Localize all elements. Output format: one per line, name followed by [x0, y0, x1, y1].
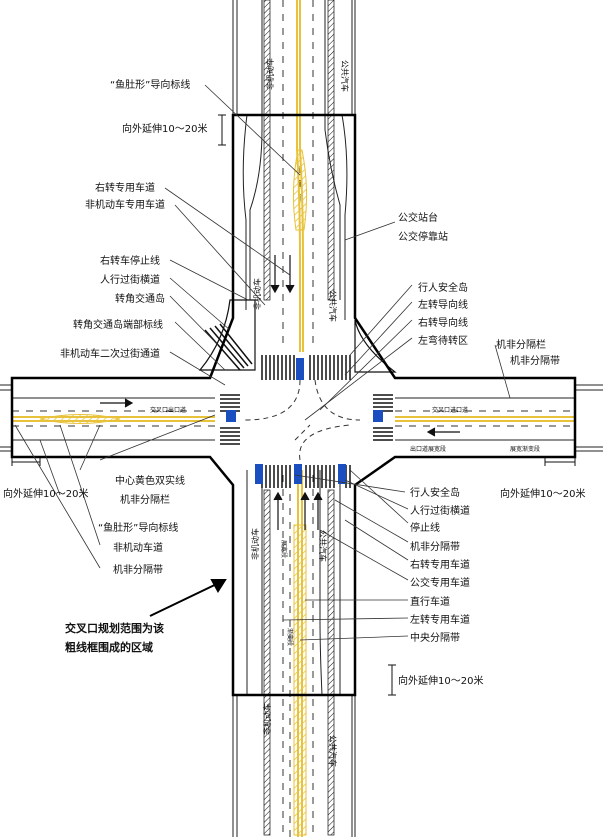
lane-dashes [12, 0, 575, 837]
label-bus-stop: 公交站台 [398, 211, 438, 224]
label-taper: 展宽渐变段 [510, 445, 540, 453]
label-mnm-belt-right: 机非分隔带 [510, 354, 560, 367]
planning-note-arrow [149, 579, 227, 617]
label-extend-left: 向外延伸10～20米 [3, 487, 88, 500]
label-extend-bottom: 向外延伸10～20米 [398, 674, 483, 687]
label-ped-island-bottom: 行人安全岛 [410, 486, 460, 499]
label-ped-crossing: 人行过街横道 [100, 273, 160, 286]
label-left-wait: 左弯待转区 [418, 334, 468, 347]
label-extend-top: 向外延伸10～20米 [122, 122, 207, 135]
label-stop-line: 停止线 [410, 521, 440, 534]
guide-lines [244, 379, 361, 461]
fish-belly-hatch-top [292, 149, 308, 231]
road-text-bus-2: 公共汽车 [328, 290, 338, 322]
label-mnm-belt-left: 机非分隔带 [113, 563, 163, 576]
label-left-guide: 左转导向线 [418, 298, 468, 311]
fish-belly-hatch-left [39, 414, 121, 424]
road-text-taper-v: 渐变段 [286, 628, 294, 646]
road-text-nm-2: 非机动车 [252, 278, 262, 310]
road-text-nm-4: 非机动车 [262, 703, 272, 735]
label-right-guide: 右转导向线 [418, 316, 468, 329]
label-corner-island: 转角交通岛 [115, 292, 165, 305]
label-exit-width: 出口道展宽段 [410, 445, 446, 453]
label-median: 中央分隔带 [410, 631, 460, 644]
label-nonmotor-lane: 非机动车专用车道 [85, 198, 165, 211]
label-planning-note-2: 粗线框围成的区域 [65, 640, 153, 654]
label-mnm-fence-right: 机非分隔栏 [496, 338, 546, 351]
road-text-nm-1: 非机动车 [265, 58, 275, 90]
label-ped-crossing-bottom: 人行过街横道 [410, 504, 470, 517]
road-text-bus-1: 公共汽车 [340, 60, 350, 92]
label-fish-belly-top: “鱼肚形”导向标线 [110, 78, 190, 91]
road-text-bus-4: 公共汽车 [328, 735, 338, 767]
label-corner-island-marking: 转角交通岛端部标线 [73, 318, 163, 331]
label-fish-belly-left: “鱼肚形”导向标线 [98, 521, 178, 534]
label-right-turn-lane: 右转专用车道 [95, 181, 155, 194]
label-nonmotor-secondary: 非机动车二次过街通道 [60, 347, 160, 360]
lane-arrows [100, 255, 460, 530]
label-planning-note-1: 交叉口规划范围为该 [65, 621, 164, 635]
label-mnm-belt-bottom: 机非分隔带 [410, 540, 460, 553]
median-hatch-bottom [293, 524, 307, 836]
road-text-nm-3: 非机动车 [250, 528, 260, 560]
corner-islands [198, 299, 397, 373]
label-exit-lane-left: 交叉口出口道 [150, 406, 186, 414]
leader-lines [14, 84, 511, 641]
label-mnm-fence-left: 机非分隔栏 [120, 493, 170, 506]
label-right-turn-bottom: 右转专用车道 [410, 558, 470, 571]
label-center-yellow: 中心黄色双实线 [115, 474, 185, 487]
label-entry-lane-right: 交叉口进口道 [432, 406, 468, 414]
separator-belts [263, 0, 335, 836]
label-left-turn-lane: 左转专用车道 [410, 613, 470, 626]
road-text-bus-3: 公共汽车 [318, 530, 328, 562]
label-extend-right: 向外延伸10～20米 [500, 487, 585, 500]
label-bus-lane: 公交专用车道 [410, 576, 470, 589]
label-bus-bay: 公交停靠站 [398, 230, 448, 243]
signal-markers [226, 358, 383, 484]
label-straight-lane: 直行车道 [410, 595, 450, 608]
label-nonmotor-left: 非机动车道 [113, 541, 163, 554]
label-ped-island-top: 行人安全岛 [418, 281, 468, 294]
label-right-turn-stop-line: 右转车停止线 [100, 254, 160, 267]
planning-boundary-frame [10, 113, 577, 697]
extent-markers [11, 114, 576, 696]
road-text-widen-seg: 展宽段 [280, 540, 288, 558]
